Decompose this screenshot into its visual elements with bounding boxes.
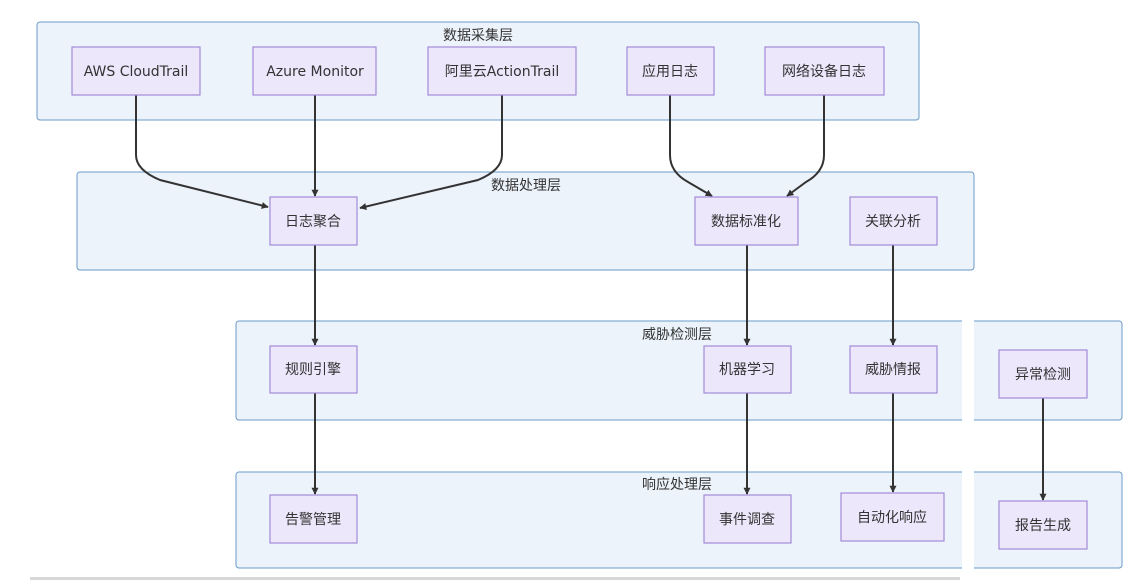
svg-text:阿里云ActionTrail: 阿里云ActionTrail	[445, 64, 559, 80]
svg-text:Azure Monitor: Azure Monitor	[266, 64, 364, 80]
edge-aliyun-to-aggregation	[359, 95, 503, 210]
node-rule-engine: 规则引擎	[269, 345, 358, 394]
node-aliyun-actiontrail: 阿里云ActionTrail	[427, 46, 577, 96]
node-data-normalization: 数据标准化	[694, 196, 799, 246]
node-machine-learning: 机器学习	[703, 345, 792, 394]
svg-text:自动化响应: 自动化响应	[857, 509, 927, 526]
edge-applogs-to-normalization	[669, 95, 713, 197]
node-threat-intel: 威胁情报	[849, 345, 938, 394]
node-incident-investigation: 事件调查	[703, 494, 792, 544]
layer-processing: 数据处理层	[76, 171, 975, 271]
svg-text:网络设备日志: 网络设备日志	[782, 63, 866, 80]
svg-text:日志聚合: 日志聚合	[285, 214, 341, 230]
node-auto-response: 自动化响应	[840, 492, 945, 542]
svg-text:异常检测: 异常检测	[1015, 367, 1071, 383]
node-alert-management: 告警管理	[269, 494, 358, 544]
svg-text:AWS CloudTrail: AWS CloudTrail	[84, 64, 189, 80]
node-app-logs: 应用日志	[626, 46, 715, 96]
svg-text:报告生成: 报告生成	[1015, 518, 1071, 534]
svg-text:应用日志: 应用日志	[642, 63, 698, 80]
bottom-strip	[30, 577, 960, 580]
node-log-aggregation: 日志聚合	[269, 196, 358, 246]
svg-text:事件调查: 事件调查	[719, 512, 775, 528]
layer-response-title: 响应处理层	[642, 476, 712, 493]
svg-text:告警管理: 告警管理	[285, 512, 341, 528]
svg-text:数据标准化: 数据标准化	[711, 214, 781, 230]
svg-text:威胁情报: 威胁情报	[865, 362, 921, 378]
edge-netlogs-to-normalization	[786, 95, 825, 197]
svg-text:机器学习: 机器学习	[719, 362, 775, 378]
node-anomaly-detection: 异常检测	[998, 349, 1088, 399]
svg-text:关联分析: 关联分析	[865, 214, 921, 230]
edge-aws-to-aggregation	[135, 95, 269, 209]
layer-collection-title: 数据采集层	[443, 27, 513, 44]
node-azure-monitor: Azure Monitor	[252, 46, 377, 96]
node-correlation-analysis: 关联分析	[849, 196, 938, 246]
svg-text:规则引擎: 规则引擎	[285, 362, 341, 378]
node-report-generation: 报告生成	[998, 500, 1088, 550]
layer-response: 响应处理层	[235, 467, 1123, 577]
node-network-logs: 网络设备日志	[764, 46, 885, 96]
layer-detection-title: 威胁检测层	[642, 327, 712, 343]
node-aws-cloudtrail: AWS CloudTrail	[71, 46, 201, 96]
edges	[135, 95, 1047, 501]
layer-detection: 威胁检测层	[235, 316, 1123, 426]
layer-processing-title: 数据处理层	[491, 178, 561, 194]
